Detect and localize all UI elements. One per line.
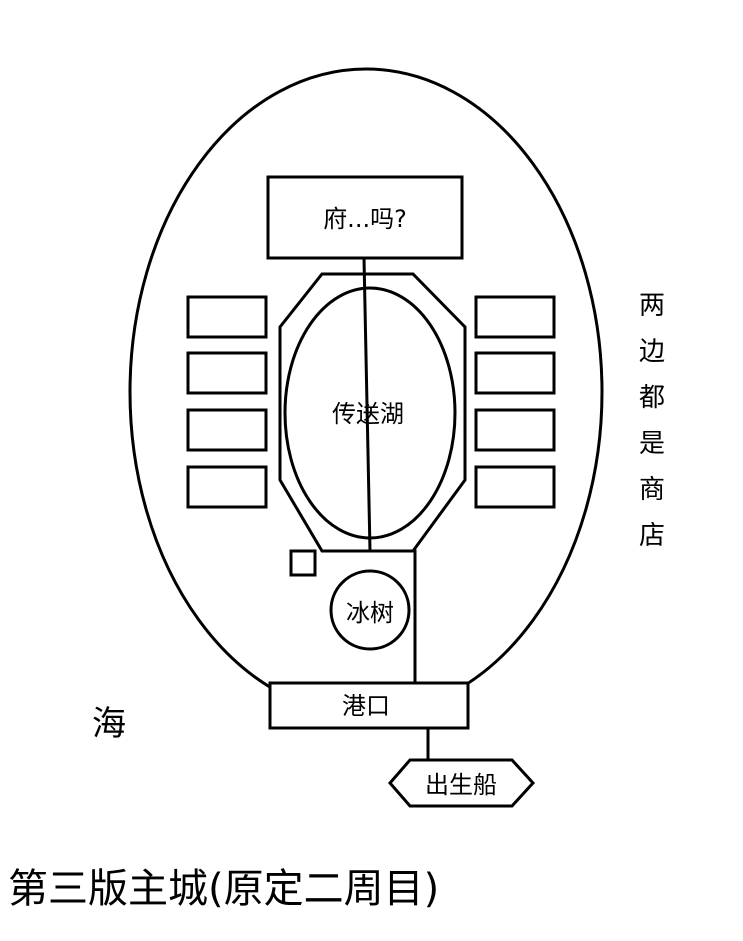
side-note-char: 是 — [639, 429, 665, 459]
shop-left-1 — [186, 295, 268, 339]
side-note-char: 都 — [639, 383, 665, 413]
side-note-char: 两 — [639, 291, 665, 321]
right-shops — [474, 295, 556, 509]
side-note: 两 边 都 是 商 店 — [639, 291, 665, 551]
top-building-label: 府...吗? — [323, 205, 407, 233]
port-box — [268, 681, 470, 730]
shop-right-4 — [474, 465, 556, 509]
spawn-ship-label: 出生船 — [425, 771, 497, 799]
spawn-ship — [388, 758, 536, 808]
shop-right-2 — [474, 351, 556, 395]
main-path — [362, 257, 372, 552]
ice-tree-label: 冰树 — [346, 599, 394, 627]
small-square-marker — [289, 549, 317, 577]
port-label: 港口 — [342, 692, 390, 720]
shop-left-3 — [186, 408, 268, 452]
shop-left-2 — [186, 351, 268, 395]
side-note-char: 商 — [639, 475, 665, 505]
sea-label: 海 — [92, 704, 126, 744]
shop-left-4 — [186, 465, 268, 509]
ice-tree-enclosure — [322, 549, 417, 683]
shop-right-3 — [474, 408, 556, 452]
side-note-char: 边 — [639, 337, 665, 367]
diagram-caption: 第三版主城(原定二周目) — [8, 866, 439, 912]
left-shops — [186, 295, 268, 509]
ice-tree — [329, 569, 411, 651]
side-note-char: 店 — [639, 521, 665, 551]
shop-right-1 — [474, 295, 556, 339]
